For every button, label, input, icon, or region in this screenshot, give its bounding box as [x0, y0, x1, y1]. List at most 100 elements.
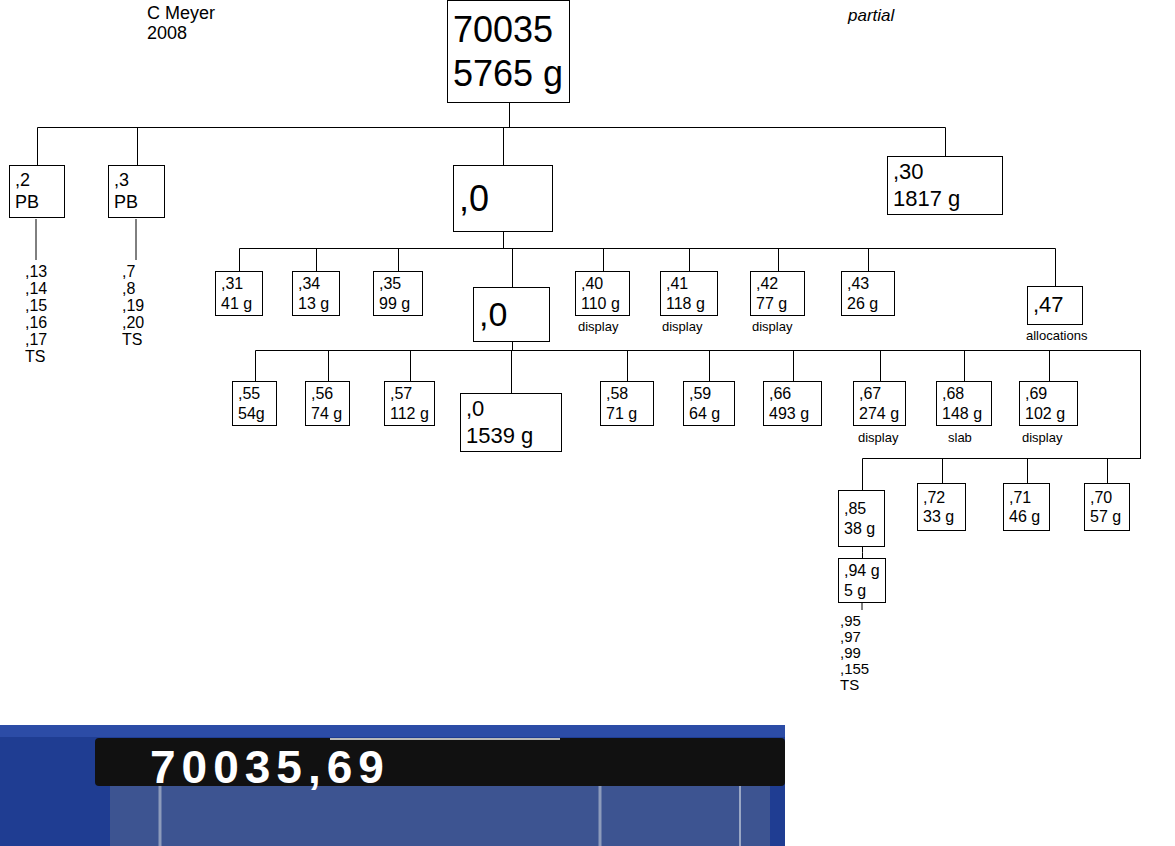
- sample-box: ,5964 g: [683, 381, 735, 426]
- subsample-number: ,8: [122, 280, 135, 298]
- sample-box: ,3413 g: [292, 271, 340, 316]
- tree-connector: [513, 342, 710, 381]
- sample-mass: PB: [114, 192, 138, 214]
- sample-number: ,2: [15, 170, 30, 192]
- tree-connector: [38, 103, 510, 165]
- sample-number: ,40: [581, 274, 603, 293]
- tree-connector: [513, 342, 1141, 483]
- tree-connector: [504, 232, 779, 271]
- sample-mass: 1817 g: [893, 186, 960, 212]
- sample-mass: 64 g: [689, 404, 720, 423]
- sample-number: ,66: [769, 384, 791, 403]
- use-note: slab: [948, 431, 972, 446]
- sample-number: ,43: [847, 274, 869, 293]
- sample-number: ,59: [689, 384, 711, 403]
- sample-box: ,0: [473, 287, 550, 342]
- sample-box: ,01539 g: [460, 393, 562, 452]
- leader-line: [136, 219, 137, 260]
- sample-mass: 54g: [238, 404, 265, 423]
- sample-mass: 148 g: [942, 404, 982, 423]
- date-label: 2008: [147, 23, 187, 44]
- sample-mass: 493 g: [769, 404, 809, 423]
- sample-box: ,2PB: [9, 165, 65, 218]
- sample-box: ,3PB: [108, 165, 165, 218]
- tree-connector: [411, 342, 513, 381]
- author-credit: C Meyer: [147, 3, 215, 24]
- sample-number: ,0: [479, 294, 507, 335]
- sample-box: ,7057 g: [1084, 483, 1130, 531]
- use-note: display: [1022, 431, 1062, 446]
- subsample-number: TS: [122, 331, 142, 349]
- subsample-number: ,17: [25, 331, 47, 349]
- sample-number: ,55: [238, 384, 260, 403]
- sample-mass: 57 g: [1090, 507, 1121, 526]
- sample-number: ,68: [942, 384, 964, 403]
- tree-connector: [329, 342, 513, 381]
- sample-mass: 46 g: [1009, 507, 1040, 526]
- sample-box: ,41118 g: [660, 271, 718, 316]
- sample-mass: 74 g: [311, 404, 342, 423]
- sample-number: ,72: [923, 488, 945, 507]
- tree-connector: [504, 232, 690, 271]
- use-note: display: [578, 320, 618, 335]
- sample-number: ,67: [859, 384, 881, 403]
- sample-number: ,70: [1090, 488, 1112, 507]
- glass-edge: [599, 786, 602, 846]
- sample-mass: 102 g: [1025, 404, 1065, 423]
- sample-number: ,71: [1009, 488, 1031, 507]
- tree-connector: [138, 103, 510, 165]
- sample-mass: 5765 g: [453, 52, 563, 95]
- tree-connector: [513, 342, 1050, 381]
- sample-box: ,3141 g: [215, 271, 263, 316]
- glass-panel: [110, 786, 770, 846]
- sample-box: ,66493 g: [763, 381, 822, 426]
- sample-mass: 77 g: [756, 294, 787, 313]
- tree-connector: [504, 232, 513, 287]
- subsample-number: TS: [840, 676, 859, 693]
- sample-box: ,0: [453, 165, 553, 232]
- glass-edge: [159, 786, 162, 846]
- tree-connector: [513, 342, 1141, 490]
- tree-connector: [862, 547, 863, 558]
- tree-connector: [513, 342, 628, 381]
- photo-tag: 70035,69: [150, 744, 390, 790]
- sample-mass: 38 g: [844, 519, 875, 538]
- use-note: allocations: [1026, 329, 1087, 344]
- sample-box: ,4277 g: [750, 271, 805, 316]
- sample-number: ,30: [893, 159, 924, 185]
- sample-box: ,5554g: [232, 381, 277, 426]
- tree-connector: [399, 232, 504, 271]
- subsample-number: ,97: [840, 628, 861, 645]
- sample-number: ,94 g: [844, 561, 880, 580]
- sample-mass: 110 g: [581, 294, 620, 313]
- sample-number: 70035: [453, 8, 553, 51]
- sample-box: ,94 g5 g: [838, 558, 886, 603]
- sample-number: ,35: [379, 274, 401, 293]
- subsample-number: ,19: [122, 297, 144, 315]
- tree-connector: [513, 342, 881, 381]
- sample-box: ,47: [1027, 286, 1083, 325]
- tree-connector: [256, 342, 513, 381]
- subsample-number: ,99: [840, 644, 861, 661]
- sample-box: ,4326 g: [841, 271, 895, 316]
- sample-mass: 99 g: [379, 294, 410, 313]
- sample-number: ,42: [756, 274, 778, 293]
- sample-box: ,7233 g: [917, 483, 966, 531]
- subsample-number: ,95: [840, 612, 861, 629]
- sample-box: ,57112 g: [384, 381, 435, 426]
- sample-mass: 13 g: [298, 294, 329, 313]
- sample-number: ,85: [844, 499, 866, 518]
- photo-ground: [0, 725, 785, 846]
- photo-band: [0, 725, 785, 737]
- sample-box: ,5871 g: [600, 381, 654, 426]
- tree-connector: [240, 232, 504, 271]
- subsample-number: ,13: [25, 263, 47, 281]
- sample-number: ,58: [606, 384, 628, 403]
- tree-connector: [317, 232, 504, 271]
- use-note: display: [662, 320, 702, 335]
- sample-number: ,0: [466, 396, 484, 422]
- tree-connector: [504, 232, 604, 271]
- sample-box: ,7146 g: [1003, 483, 1050, 531]
